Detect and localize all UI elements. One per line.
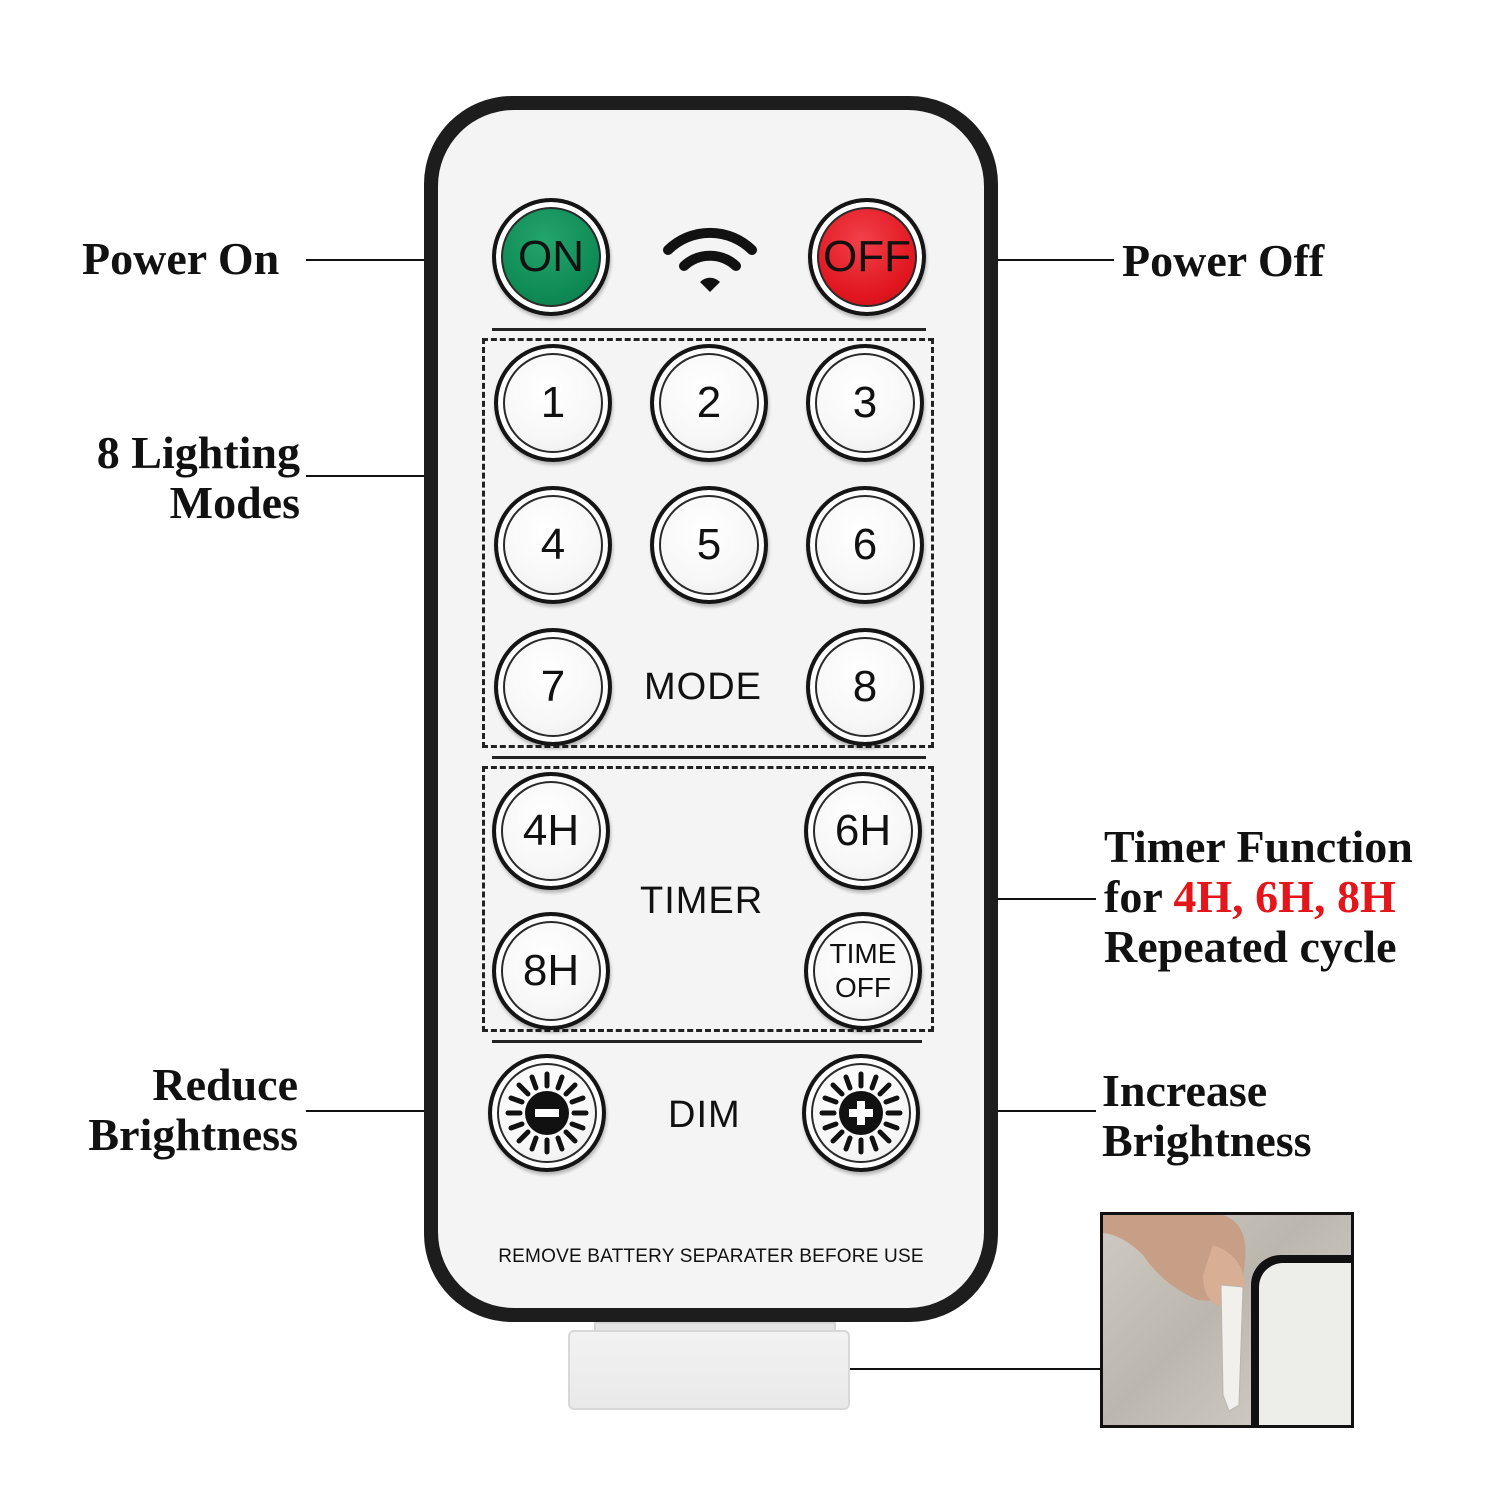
reduce-callout: Reduce Brightness <box>60 1060 298 1160</box>
timer-8h-button[interactable]: 8H <box>492 912 610 1030</box>
mode-button-2-label: 2 <box>696 378 722 427</box>
dim-plus-button[interactable] <box>802 1054 920 1172</box>
power-on-leader <box>306 259 498 261</box>
divider-top <box>492 328 926 331</box>
timer-label-highlight: 4H, 6H, 8H <box>1173 871 1396 922</box>
timer-group-box <box>482 766 934 1032</box>
battery-tab-leader <box>850 1368 1100 1370</box>
mode-button-5-label: 5 <box>696 520 722 569</box>
battery-footer-note: REMOVE BATTERY SEPARATER BEFORE USE <box>498 1246 924 1267</box>
power-on-label: Power On <box>82 233 280 284</box>
timer-label-line1: Timer Function <box>1104 821 1413 872</box>
power-off-callout: Power Off <box>1122 236 1324 286</box>
mode-button-8-label: 8 <box>852 662 878 711</box>
pull-tab-photo-illustration <box>1103 1215 1351 1425</box>
wifi-signal-icon <box>663 227 757 292</box>
mode-label: MODE <box>644 666 762 708</box>
modes-label-line2: Modes <box>169 477 300 528</box>
timer-6h-button[interactable]: 6H <box>804 772 922 890</box>
mode-button-3[interactable]: 3 <box>806 344 924 462</box>
timer-4h-button[interactable]: 4H <box>492 772 610 890</box>
power-on-callout: Power On <box>82 234 279 284</box>
reduce-label-line2: Brightness <box>88 1109 298 1160</box>
power-off-button-label: OFF <box>823 232 911 281</box>
timer-leader <box>924 898 1096 900</box>
mode-button-2[interactable]: 2 <box>650 344 768 462</box>
power-off-leader <box>924 259 1114 261</box>
power-on-button-label: ON <box>518 232 584 281</box>
reduce-label-line1: Reduce <box>152 1059 298 1110</box>
divider-bottom <box>492 1040 922 1043</box>
time-off-line2: OFF <box>835 972 891 1003</box>
mode-button-1[interactable]: 1 <box>494 344 612 462</box>
mode-button-6-label: 6 <box>852 520 878 569</box>
mode-button-5[interactable]: 5 <box>650 486 768 604</box>
timer-label: TIMER <box>640 880 764 922</box>
dim-label: DIM <box>668 1094 741 1136</box>
mode-button-1-label: 1 <box>540 378 566 427</box>
mode-group-box <box>482 338 934 748</box>
mode-button-7[interactable]: 7 <box>494 628 612 746</box>
modes-label-line1: 8 Lighting <box>96 427 300 478</box>
sun-minus-icon <box>505 1071 589 1155</box>
mode-button-3-label: 3 <box>852 378 878 427</box>
time-off-line1: TIME <box>829 938 897 969</box>
power-off-button[interactable]: OFF <box>808 198 926 316</box>
timer-4h-label: 4H <box>522 806 580 855</box>
mode-button-6[interactable]: 6 <box>806 486 924 604</box>
mode-button-4-label: 4 <box>540 520 566 569</box>
timer-callout: Timer Function for 4H, 6H, 8H Repeated c… <box>1104 822 1413 972</box>
power-off-label: Power Off <box>1122 235 1325 286</box>
timer-6h-label: 6H <box>834 806 892 855</box>
battery-separator-tab[interactable] <box>568 1330 850 1410</box>
increase-callout: Increase Brightness <box>1102 1066 1312 1166</box>
divider-middle <box>492 756 926 759</box>
reduce-leader <box>306 1110 498 1112</box>
inset-photo-pull-tab <box>1100 1212 1354 1428</box>
increase-leader <box>922 1110 1096 1112</box>
timer-8h-label: 8H <box>522 946 580 995</box>
sun-plus-icon <box>819 1071 903 1155</box>
power-on-button[interactable]: ON <box>492 198 610 316</box>
timer-label-line2: for 4H, 6H, 8H <box>1104 872 1413 922</box>
timer-label-prefix: for <box>1104 871 1174 922</box>
mode-button-4[interactable]: 4 <box>494 486 612 604</box>
mode-button-8[interactable]: 8 <box>806 628 924 746</box>
modes-callout: 8 Lighting Modes <box>70 428 300 528</box>
mode-button-7-label: 7 <box>540 662 566 711</box>
dim-minus-button[interactable] <box>488 1054 606 1172</box>
increase-label-line1: Increase <box>1102 1065 1268 1116</box>
time-off-button[interactable]: TIME OFF <box>804 912 922 1030</box>
increase-label-line2: Brightness <box>1102 1115 1312 1166</box>
timer-label-line3: Repeated cycle <box>1104 921 1397 972</box>
modes-leader <box>306 475 500 477</box>
